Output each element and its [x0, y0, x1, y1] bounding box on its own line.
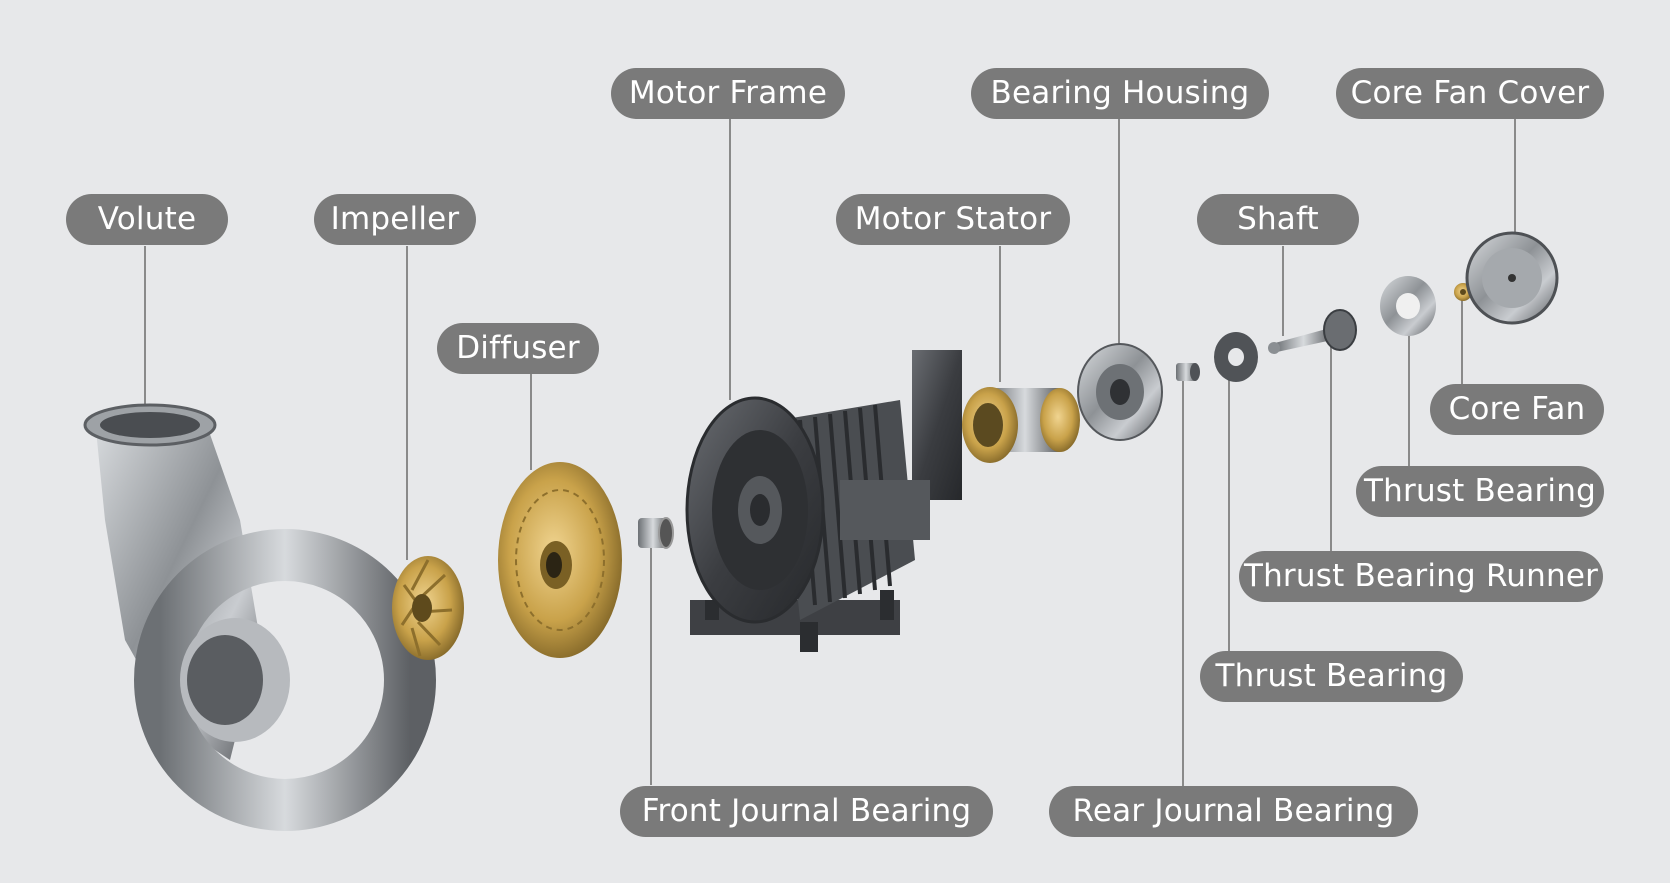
- label-core-fan: Core Fan: [1430, 384, 1604, 435]
- label-impeller: Impeller: [314, 194, 476, 245]
- front-journal-bearing-part: [638, 517, 674, 549]
- motor-frame-part: [685, 350, 962, 652]
- label-bearing-housing: Bearing Housing: [971, 68, 1269, 119]
- label-thrust-bearing-runner: Thrust Bearing Runner: [1239, 551, 1603, 602]
- label-front-journal-bearing: Front Journal Bearing: [620, 786, 993, 837]
- label-motor-frame: Motor Frame: [611, 68, 845, 119]
- label-rear-journal-bearing: Rear Journal Bearing: [1049, 786, 1418, 837]
- label-motor-stator: Motor Stator: [836, 194, 1070, 245]
- bearing-housing-part: [1077, 343, 1163, 441]
- core-fan-cover-part: [1465, 231, 1559, 325]
- rear-journal-bearing-part: [1176, 363, 1200, 381]
- motor-stator-part: [962, 387, 1080, 463]
- diffuser-part: [498, 462, 622, 658]
- label-thrust-bearing-lower: Thrust Bearing: [1200, 651, 1463, 702]
- label-shaft: Shaft: [1197, 194, 1359, 245]
- thrust-bearing-upper-part: [1380, 276, 1436, 336]
- label-volute: Volute: [66, 194, 228, 245]
- volute-part: [83, 403, 436, 831]
- label-diffuser: Diffuser: [437, 323, 599, 374]
- thrust-bearing-lower-part: [1214, 332, 1258, 382]
- shaft-part: [1268, 309, 1357, 354]
- impeller-part: [392, 556, 464, 660]
- label-core-fan-cover: Core Fan Cover: [1336, 68, 1604, 119]
- label-thrust-bearing-upper: Thrust Bearing: [1356, 466, 1604, 517]
